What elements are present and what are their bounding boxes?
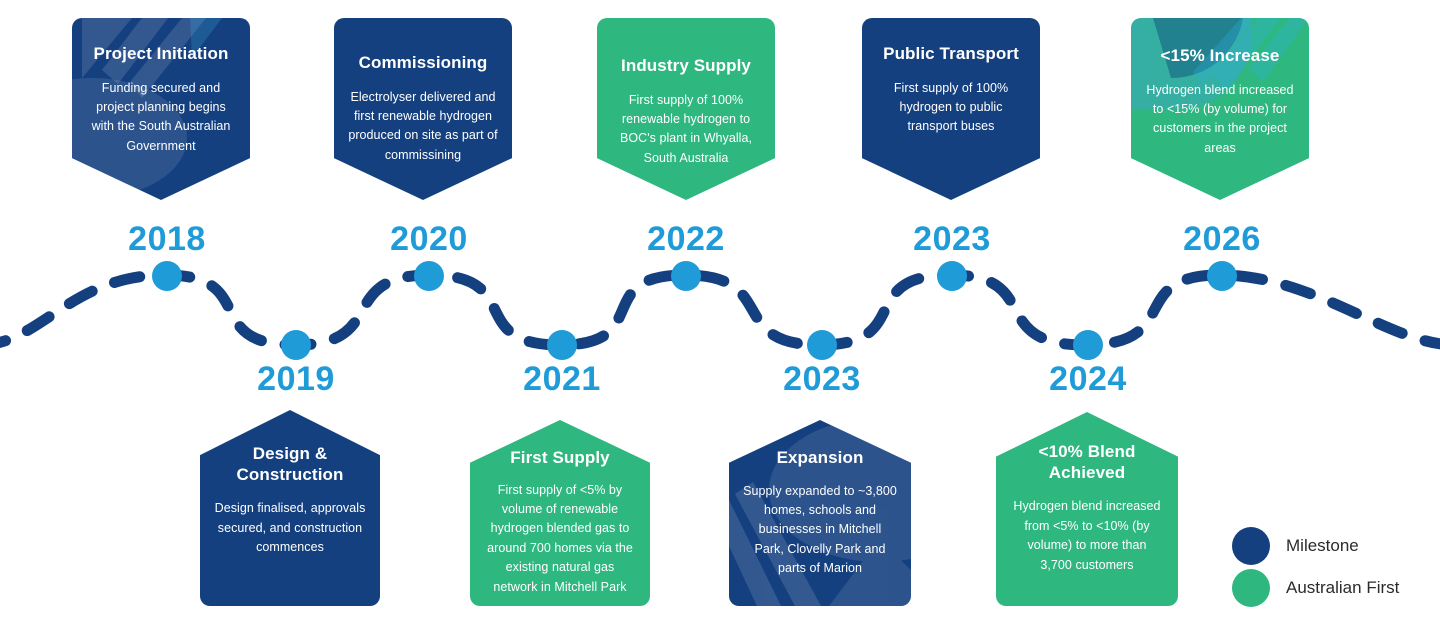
year-label-2022: 2022 (647, 220, 725, 258)
milestone-card-2018[interactable]: Project Initiation Funding secured and p… (72, 18, 250, 200)
milestone-card-2024[interactable]: <10% Blend Achieved Hydrogen blend incre… (996, 412, 1178, 606)
card-title: Commissioning (358, 53, 488, 72)
year-label-2026: 2026 (1183, 220, 1261, 258)
year-label-2021: 2021 (523, 360, 601, 398)
card-body: First supply of <5% by volume of renewab… (487, 482, 633, 594)
year-label-2018: 2018 (128, 220, 206, 258)
timeline-node-2023-transport (937, 261, 967, 291)
timeline-wave (0, 269, 1440, 351)
card-body: Electrolyser delivered and first renewab… (348, 89, 498, 162)
timeline-node-2020 (414, 261, 444, 291)
card-title: First Supply (510, 448, 610, 467)
card-body: Hydrogen blend increased to <15% (by vol… (1146, 82, 1294, 155)
card-title: Design & Construction (236, 444, 344, 484)
milestone-card-2023-public-transport[interactable]: Public Transport First supply of 100% hy… (862, 18, 1040, 200)
timeline-node-2018 (152, 261, 182, 291)
legend: Milestone Australian First (1232, 525, 1399, 609)
card-title: Public Transport (883, 44, 1019, 63)
card-body: Hydrogen blend increased from <5% to <10… (1013, 499, 1161, 572)
card-title: <10% Blend Achieved (1038, 442, 1136, 482)
milestone-card-2020[interactable]: Commissioning Electrolyser delivered and… (334, 18, 512, 200)
legend-item-milestone: Milestone (1232, 525, 1399, 567)
year-label-2024: 2024 (1049, 360, 1127, 398)
card-title: <15% Increase (1160, 46, 1280, 65)
milestone-card-2019[interactable]: Design & Construction Design finalised, … (200, 410, 380, 606)
card-title: Industry Supply (621, 56, 751, 75)
legend-label: Australian First (1286, 578, 1400, 597)
milestone-card-2022[interactable]: Industry Supply First supply of 100% ren… (597, 18, 775, 200)
milestone-card-2021[interactable]: First Supply First supply of <5% by volu… (470, 420, 650, 606)
year-label-2019: 2019 (257, 360, 335, 398)
legend-item-australian-first: Australian First (1232, 567, 1399, 609)
card-body: First supply of 100% renewable hydrogen … (619, 92, 753, 165)
timeline-node-2022 (671, 261, 701, 291)
card-body: Funding secured and project planning beg… (91, 80, 231, 153)
card-body: First supply of 100% hydrogen to public … (893, 80, 1009, 134)
legend-label: Milestone (1286, 536, 1359, 555)
legend-swatch-milestone-icon (1232, 527, 1270, 565)
timeline-node-2021 (547, 330, 577, 360)
timeline-node-2024 (1073, 330, 1103, 360)
card-title: Project Initiation (93, 44, 229, 63)
timeline-node-2026 (1207, 261, 1237, 291)
legend-swatch-australian-first-icon (1232, 569, 1270, 607)
milestone-card-2023-expansion[interactable]: Expansion Supply expanded to ~3,800 home… (729, 420, 911, 606)
year-label-2023-expansion: 2023 (783, 360, 861, 398)
timeline-node-2023-expansion (807, 330, 837, 360)
year-label-2023-transport: 2023 (913, 220, 991, 258)
timeline-node-2019 (281, 330, 311, 360)
card-body: Design finalised, approvals secured, and… (214, 501, 366, 555)
year-label-2020: 2020 (390, 220, 468, 258)
card-body: Supply expanded to ~3,800 homes, schools… (743, 483, 897, 576)
card-title: Expansion (776, 448, 864, 467)
milestone-card-2026[interactable]: <15% Increase Hydrogen blend increased t… (1131, 18, 1309, 200)
